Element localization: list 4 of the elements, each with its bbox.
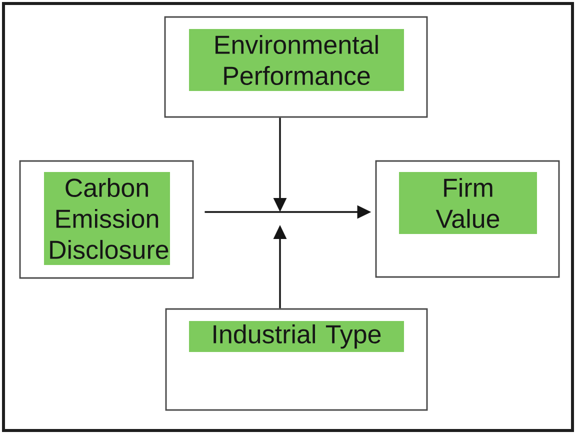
concept-box: Industrial Type [165, 308, 428, 411]
concept-box: Environmental Performance [164, 16, 428, 118]
concept-box: Firm Value [375, 160, 560, 278]
concept-box: Carbon Emission Disclosure [19, 160, 194, 279]
